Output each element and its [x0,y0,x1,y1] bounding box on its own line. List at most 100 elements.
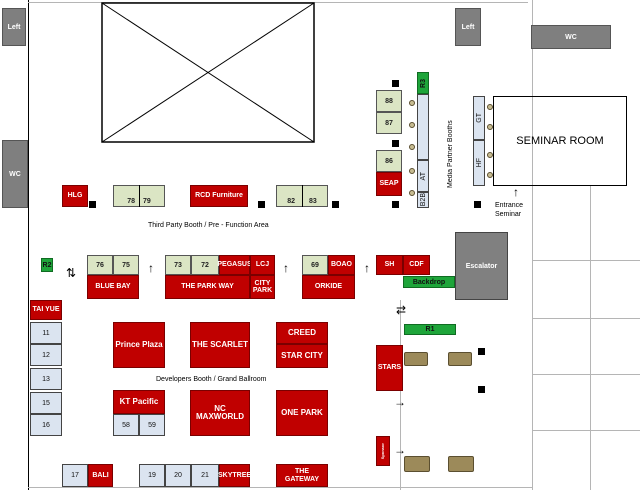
stage-area [101,2,315,143]
booth-19-label: 19 [148,472,156,479]
grid-line-4 [533,430,640,431]
booth-prince-plaza: Prince Plaza [113,322,165,368]
backdrop-label: Backdrop [412,278,446,286]
booth-88-label: 88 [385,97,393,105]
arrow-right-1: → [394,395,406,409]
booth-87: 87 [376,112,402,134]
booth-hlg-label: HLG [67,192,83,200]
arrow-up-1: ↑ [148,261,154,275]
booth-blue-bay: BLUE BAY [87,275,139,299]
booth-tai-yue-label: TAI YUE [32,306,60,314]
booth-r1: R1 [404,324,456,335]
booth-r2: R2 [41,258,53,272]
booth-12-label: 12 [42,351,50,359]
booth-59-label: 59 [148,421,156,429]
pillar-4 [474,201,481,208]
booth-sh: SH [376,255,403,275]
developers-label: Developers Booth / Grand Ballroom [156,376,267,383]
seminar-word: Seminar [495,210,522,218]
booth-park-way: THE PARK WAY [165,275,250,299]
booth-blue-bay-label: BLUE BAY [95,283,131,291]
booth-16: 16 [30,414,62,436]
booth-skytree-label: SKYTREE [217,471,252,479]
booth-72-label: 72 [201,261,209,269]
seminar-room-label: SEMINAR ROOM [516,135,604,147]
booth-stars-label: STARS [377,364,402,372]
lift-right-top-label: Left [461,23,475,31]
booth-small-red-label: Sponsor [379,442,385,460]
pillar-5 [89,201,96,208]
booth-cdf-label: CDF [409,261,424,269]
booth-11-label: 11 [42,329,50,337]
booth-88: 88 [376,90,402,112]
seminar-room: SEMINAR ROOM [493,96,627,186]
booth-stars: STARS [376,345,403,391]
booth-87-label: 87 [385,119,393,127]
booth-58-label: 58 [122,421,130,429]
booth-creed-label: CREED [287,327,316,337]
booth-gt-label: GT [475,113,483,123]
booth-76: 76 [87,255,113,275]
booth-park-way-label: THE PARK WAY [181,283,234,291]
pillar-1 [392,80,399,87]
booth-creed: CREED [276,322,328,344]
booth-bali-label: BALI [92,471,109,479]
booth-at: AT [417,160,429,192]
booth-13: 13 [30,368,62,390]
grid-line-v [590,186,591,490]
booth-r1-label: R1 [425,326,435,333]
pillar-8 [478,348,485,355]
booth-nc-maxworld-label: NC MAXWORLD [196,403,244,421]
booth-one-park: ONE PARK [276,390,328,436]
booth-r3: R3 [417,72,429,94]
wc-left: WC [2,140,28,208]
booth-86-label: 86 [385,157,393,165]
booth-scarlet-label: THE SCARLET [192,339,248,349]
booth-sh-label: SH [384,261,395,269]
pillar-6 [258,201,265,208]
booth-r3-label: R3 [419,78,427,88]
booth-seap: SEAP [376,172,402,196]
booth-rcd-label: RCD Furniture [195,192,243,200]
wall-bottom [28,487,533,488]
booth-79-label: 79 [143,198,151,205]
arrow-entrance: ↑ [513,185,519,199]
booth-12: 12 [30,344,62,366]
grid-line-1 [533,260,640,261]
seat-hf-1 [487,152,493,158]
booth-lcj-label: LCJ [255,261,270,269]
arrow-double: ⇄ [396,303,407,317]
booth-orkide-label: ORKIDE [314,283,343,291]
booth-seap-label: SEAP [379,180,399,188]
wall-right [532,0,533,490]
booth-59: 59 [139,414,165,436]
booth-at-label: AT [419,171,427,181]
booth-78-divider [139,185,140,207]
wall-left [28,0,29,490]
pillar-3 [392,201,399,208]
lounge-seat-1 [404,352,428,366]
wc-right-label: WC [565,33,577,41]
booth-15: 15 [30,392,62,414]
booth-75-label: 75 [122,261,130,269]
arrow-up-3: ↑ [364,261,370,275]
booth-nc-maxworld: NC MAXWORLD [190,390,250,436]
lift-left-top-label: Left [7,23,21,31]
booth-pegasus-label: PEGASUS [217,261,252,269]
booth-15-label: 15 [42,399,50,407]
wc-left-label: WC [9,170,21,178]
seat-m4 [409,168,415,174]
media-partner-label: Media Partner Booths [447,120,454,188]
booth-83-label: 83 [309,198,317,205]
seat-hf-2 [487,172,493,178]
booth-69-label: 69 [311,261,319,269]
third-party-label: Third Party Booth / Pre - Function Area [148,222,269,229]
grid-line-3 [533,374,640,375]
entrance-word: Entrance [495,202,524,209]
seat-gt-1 [487,104,493,110]
seat-gt-2 [487,124,493,130]
booth-69: 69 [302,255,328,275]
arrow-up-2: ↑ [283,261,289,275]
